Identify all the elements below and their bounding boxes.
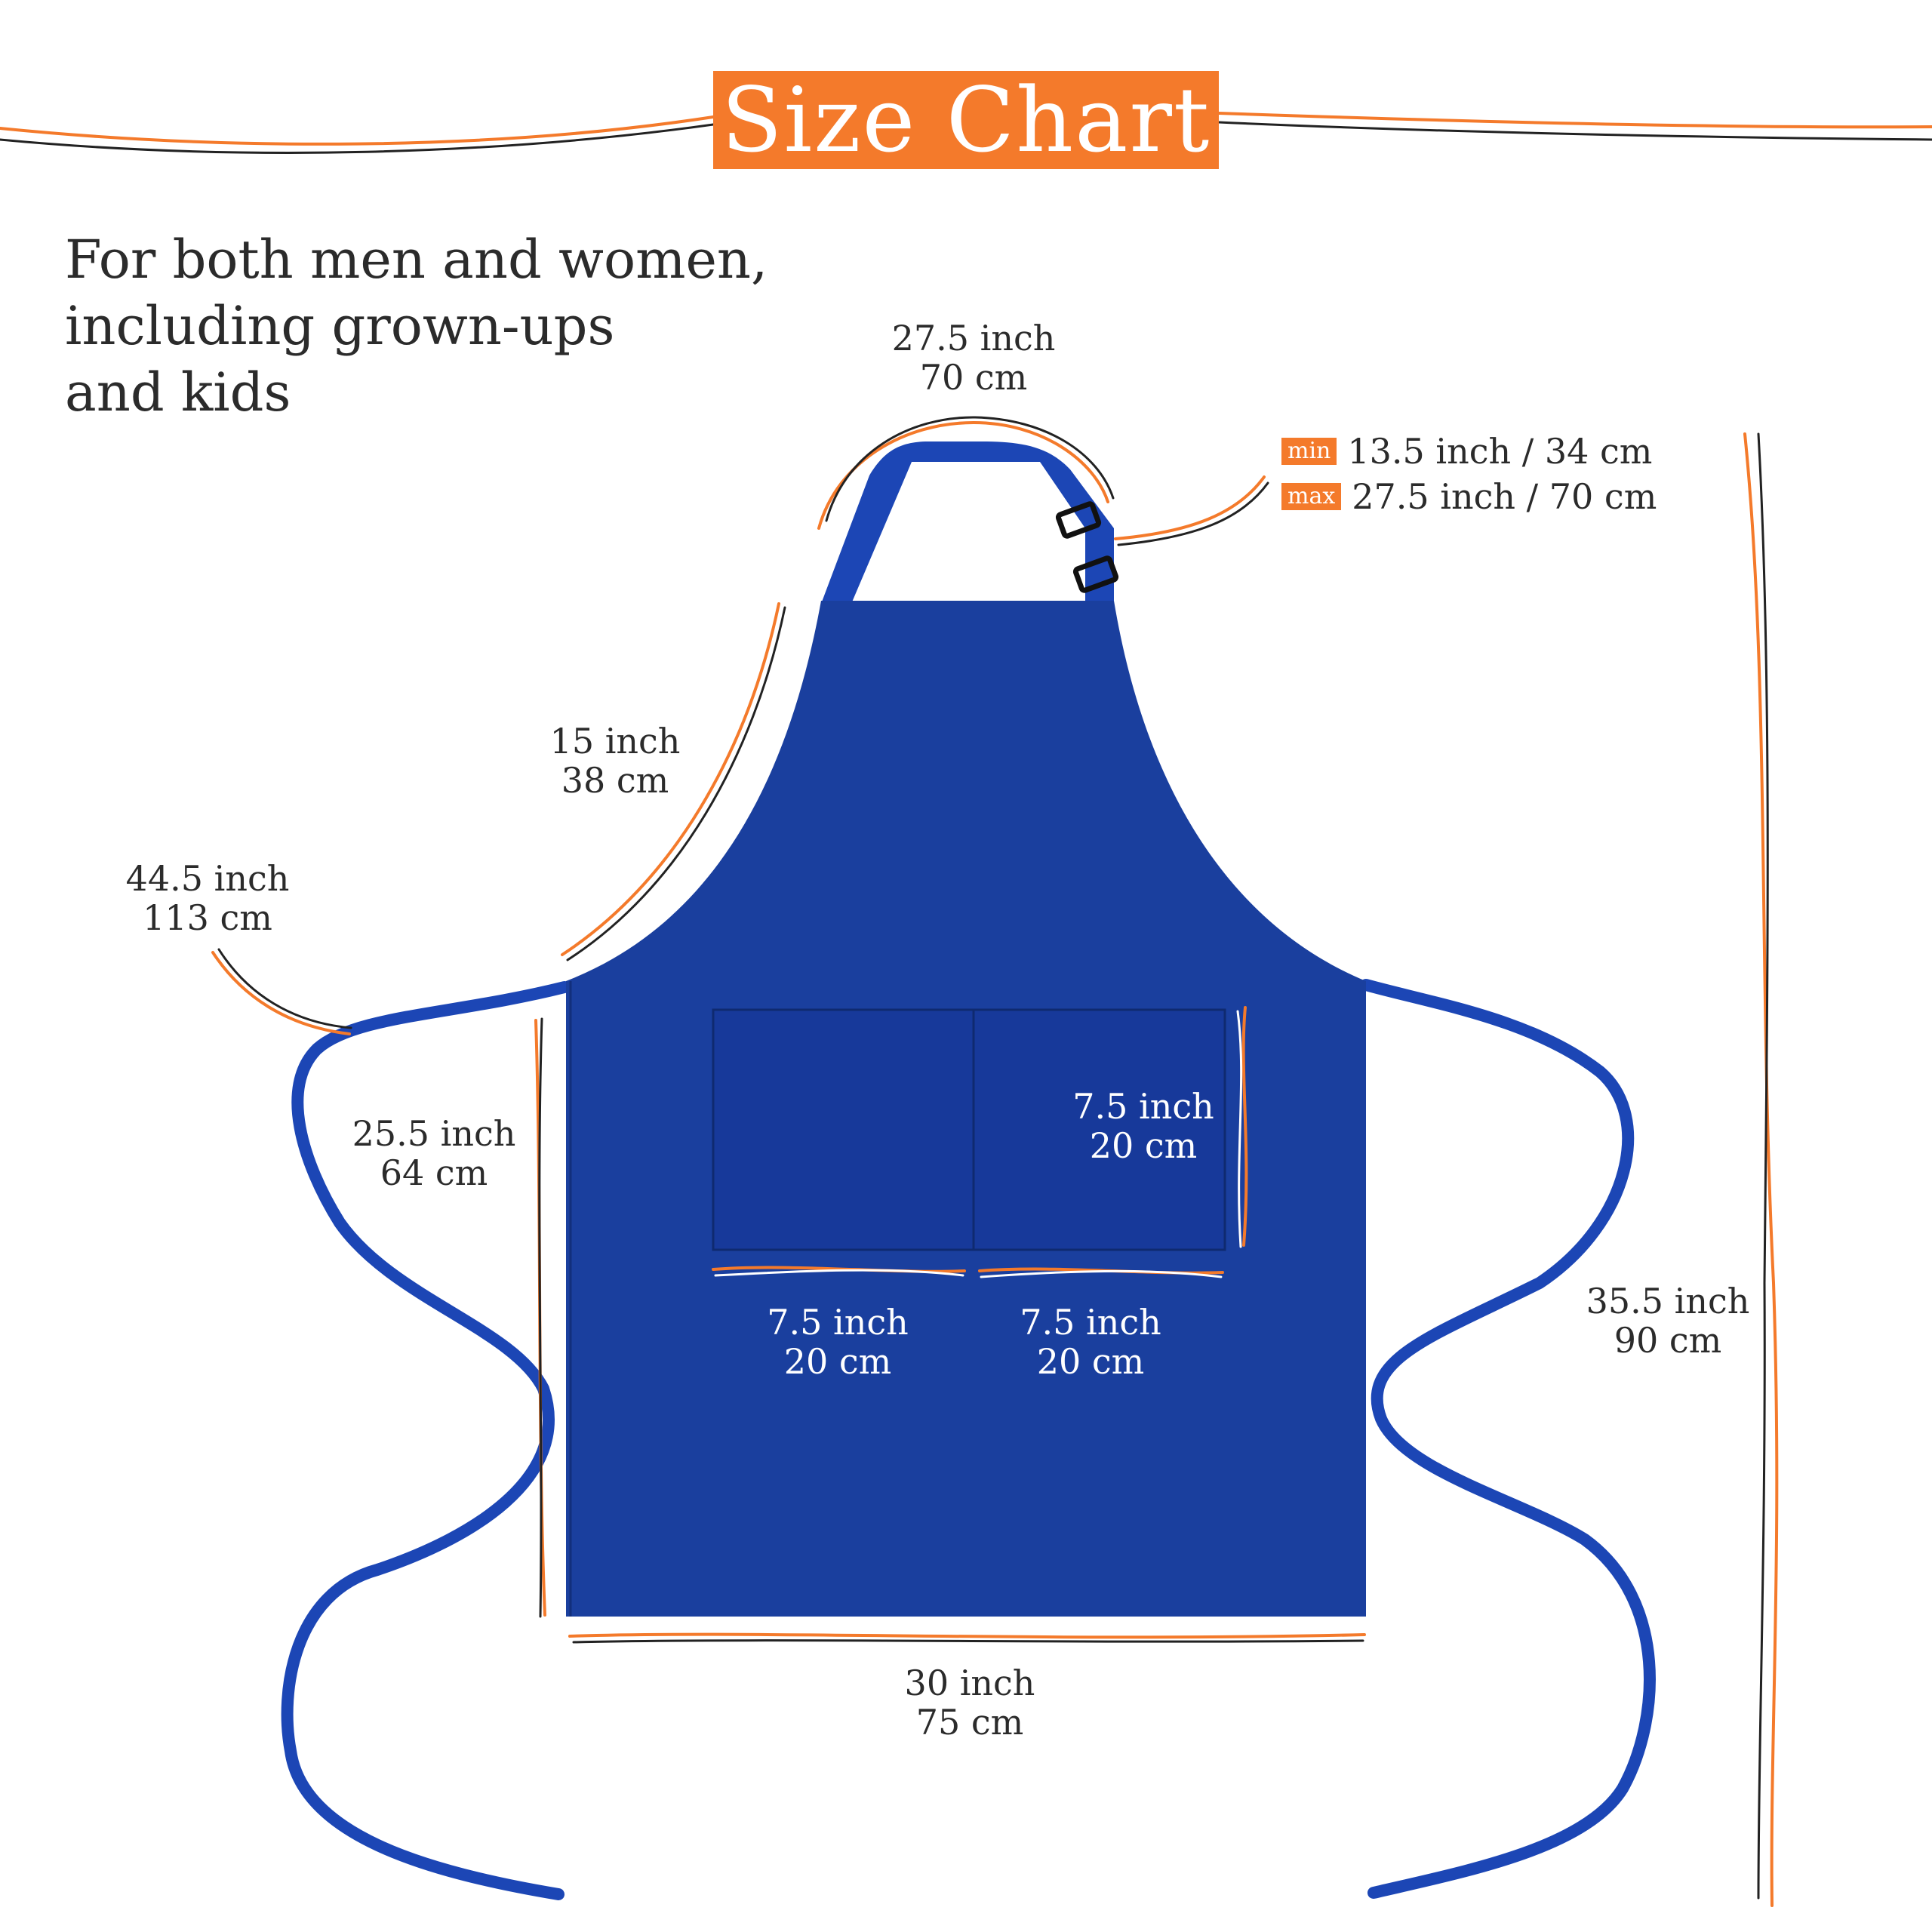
neck-min-range: min 13.5 inch / 34 cm (1281, 430, 1652, 472)
left-tie (281, 981, 571, 1900)
measurement-inch: 7.5 inch (767, 1302, 909, 1343)
measurement-inch: 30 inch (904, 1663, 1035, 1703)
armhole-measurement: 15 inch 38 cm (536, 721, 694, 800)
length-measurement: 35.5 inch 90 cm (1577, 1281, 1758, 1360)
measurement-cm: 113 cm (143, 897, 272, 938)
tie-measurement: 44.5 inch 113 cm (121, 859, 294, 937)
measurement-cm: 90 cm (1614, 1320, 1722, 1361)
intro-line: including grown-ups (65, 295, 615, 357)
waist-ties (281, 979, 1656, 1900)
measurement-cm: 20 cm (1036, 1341, 1145, 1382)
range-value: 27.5 inch / 70 cm (1352, 476, 1657, 517)
strap-buckle (1055, 501, 1102, 539)
max-badge: max (1281, 483, 1342, 510)
strap-buckle (1072, 555, 1119, 593)
pocket (712, 1008, 1226, 1251)
page-title: Size Chart (721, 68, 1211, 172)
intro-line: and kids (65, 361, 291, 423)
right-tie (1360, 979, 1656, 1899)
side-measurement: 25.5 inch 64 cm (343, 1114, 525, 1192)
intro-text: For both men and women, including grown-… (65, 226, 820, 426)
measurement-cm: 64 cm (380, 1152, 488, 1193)
header-lines (0, 112, 1932, 154)
measurement-cm: 38 cm (561, 760, 669, 801)
pocket-left-width-measurement: 7.5 inch 20 cm (751, 1303, 924, 1381)
intro-line: For both men and women, (65, 229, 768, 291)
pocket-right-width-measurement: 7.5 inch 20 cm (1004, 1303, 1177, 1381)
measure-lines (211, 416, 1779, 1907)
measurement-inch: 7.5 inch (1020, 1302, 1161, 1343)
measurement-cm: 20 cm (783, 1341, 892, 1382)
measurement-inch: 15 inch (549, 721, 681, 761)
min-badge: min (1281, 438, 1337, 465)
pocket-height-measurement: 7.5 inch 20 cm (1057, 1087, 1230, 1165)
width-measurement: 30 inch 75 cm (883, 1663, 1057, 1742)
measurement-cm: 75 cm (915, 1702, 1024, 1743)
range-value: 13.5 inch / 34 cm (1347, 431, 1653, 472)
measurement-inch: 7.5 inch (1072, 1086, 1214, 1127)
neck-measurement: 27.5 inch 70 cm (891, 318, 1057, 397)
measurement-cm: 20 cm (1089, 1125, 1198, 1166)
measurement-inch: 44.5 inch (125, 858, 290, 899)
measurement-inch: 27.5 inch (891, 318, 1056, 358)
measurement-inch: 25.5 inch (352, 1113, 516, 1154)
measurement-inch: 35.5 inch (1586, 1281, 1750, 1321)
neck-max-range: max 27.5 inch / 70 cm (1281, 475, 1657, 518)
title-banner: Size Chart (713, 68, 1219, 172)
measurement-cm: 70 cm (919, 357, 1028, 398)
neck-strap (821, 441, 1119, 604)
